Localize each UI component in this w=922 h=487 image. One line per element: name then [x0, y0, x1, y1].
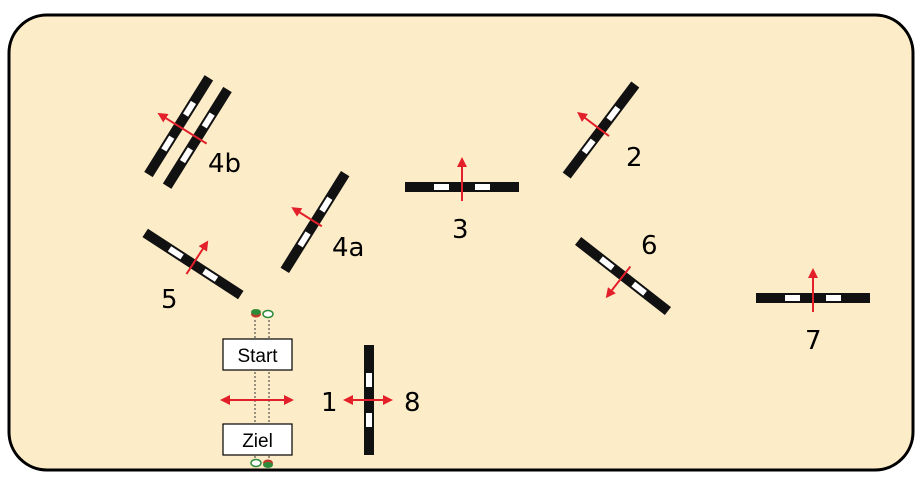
label-7: 7 [805, 326, 822, 356]
label-3: 3 [452, 215, 469, 245]
label-2: 2 [626, 143, 643, 173]
label-4b: 4b [208, 149, 241, 179]
label-5: 5 [161, 285, 178, 315]
start-markers [251, 309, 274, 319]
label-1: 1 [321, 388, 338, 418]
obstacle-7 [756, 268, 870, 312]
obstacle-5 [142, 228, 244, 300]
obstacle-4a [280, 171, 350, 273]
label-8: 8 [404, 388, 421, 418]
obstacle-6 [575, 236, 671, 316]
finish-markers [250, 458, 273, 468]
start-finish-gate: Start Ziel [220, 309, 294, 468]
obstacle-2 [562, 81, 640, 179]
finish-box [222, 423, 293, 456]
start-box [222, 338, 293, 371]
label-6: 6 [641, 231, 658, 261]
obstacle-3 [405, 157, 519, 201]
start-label: Start [237, 346, 278, 367]
finish-label: Ziel [242, 431, 273, 452]
label-4a: 4a [332, 233, 364, 263]
obstacle-4b [144, 75, 232, 189]
